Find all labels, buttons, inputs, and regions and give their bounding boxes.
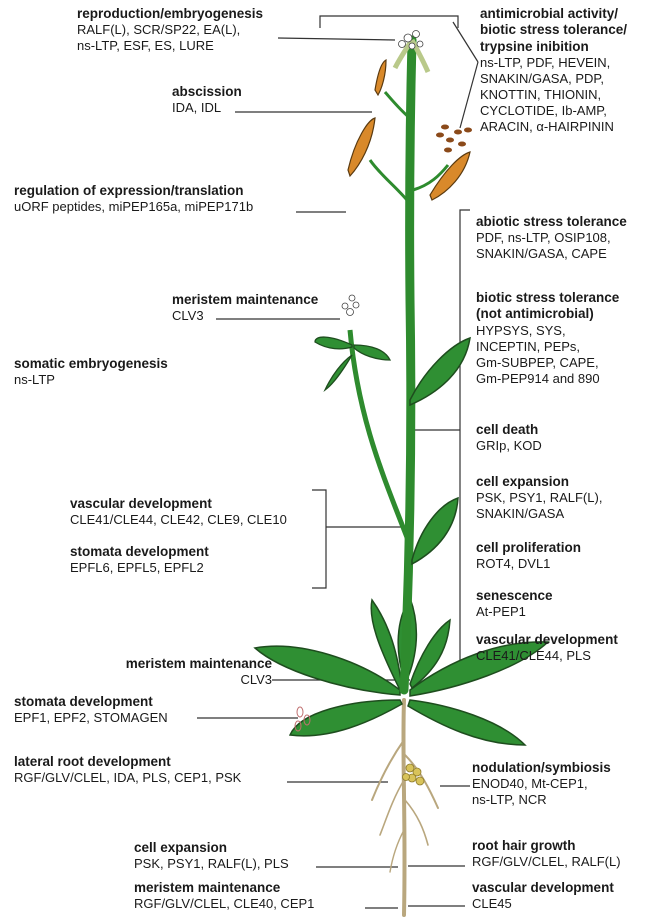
label-vascular-left: vascular development CLE41/CLE44, CLE42,… [70,496,287,528]
cauline-leaves [410,338,470,564]
label-meristem-mid: meristem maintenance CLV3 [90,656,272,688]
label-somatic-title: somatic embryogenesis [14,356,168,372]
label-senescence-title: senescence [476,588,553,604]
label-lateral-root-body: RGF/GLV/CLEL, IDA, PLS, CEP1, PSK [14,770,241,786]
label-root-hair: root hair growth RGF/GLV/CLEL, RALF(L) [472,838,621,870]
label-root-hair-title: root hair growth [472,838,621,854]
label-antimicrobial: antimicrobial activity/ biotic stress to… [480,6,627,135]
label-biotic: biotic stress tolerance (not antimicrobi… [476,290,619,386]
line-antimicrobial-1 [453,22,478,62]
label-biotic-body: HYPSYS, SYS, INCEPTIN, PEPs, Gm-SUBPEP, … [476,323,619,386]
label-cell-expansion: cell expansion PSK, PSY1, RALF(L), SNAKI… [476,474,602,522]
label-cell-prolif: cell proliferation ROT4, DVL1 [476,540,581,572]
label-abscission-title: abscission [172,84,242,100]
label-regulation-body: uORF peptides, miPEP165a, miPEP171b [14,199,253,215]
label-cell-expansion-root-title: cell expansion [134,840,289,856]
label-somatic: somatic embryogenesis ns-LTP [14,356,168,388]
label-nodulation-title: nodulation/symbiosis [472,760,611,776]
label-abscission: abscission IDA, IDL [172,84,242,116]
flower-cluster-icon [342,295,359,316]
label-cell-death-body: GRIp, KOD [476,438,542,454]
label-stomata-left: stomata development EPFL6, EPFL5, EPFL2 [70,544,209,576]
label-stomata-leaf-title: stomata development [14,694,168,710]
line-reproduction [278,38,395,40]
side-branch [315,295,408,540]
label-meristem-top: meristem maintenance CLV3 [172,292,318,324]
label-lateral-root-title: lateral root development [14,754,241,770]
label-vascular-right: vascular development CLE41/CLE44, PLS [476,632,618,664]
label-meristem-root-title: meristem maintenance [134,880,314,896]
label-meristem-top-body: CLV3 [172,308,318,324]
label-cell-prolif-title: cell proliferation [476,540,581,556]
seeds-icon [436,125,472,153]
label-stomata-left-body: EPFL6, EPFL5, EPFL2 [70,560,209,576]
label-somatic-body: ns-LTP [14,372,168,388]
label-reproduction-body: RALF(L), SCR/SP22, EA(L), ns-LTP, ESF, E… [77,22,263,54]
label-meristem-root: meristem maintenance RGF/GLV/CLEL, CLE40… [134,880,314,912]
label-nodulation: nodulation/symbiosis ENOD40, Mt-CEP1, ns… [472,760,611,808]
label-cell-expansion-root-body: PSK, PSY1, RALF(L), PLS [134,856,289,872]
label-cell-expansion-body: PSK, PSY1, RALF(L), SNAKIN/GASA [476,490,602,522]
label-antimicrobial-body: ns-LTP, PDF, HEVEIN, SNAKIN/GASA, PDP, K… [480,55,627,134]
label-vascular-right-body: CLE41/CLE44, PLS [476,648,618,664]
label-abiotic-body: PDF, ns-LTP, OSIP108, SNAKIN/GASA, CAPE [476,230,627,262]
bracket-top [320,16,458,28]
label-nodulation-body: ENOD40, Mt-CEP1, ns-LTP, NCR [472,776,611,808]
bracket-left [312,490,326,588]
roots [372,700,438,915]
label-regulation-title: regulation of expression/translation [14,183,253,199]
label-meristem-top-title: meristem maintenance [172,292,318,308]
label-vascular-left-title: vascular development [70,496,287,512]
label-abiotic-title: abiotic stress tolerance [476,214,627,230]
label-stomata-left-title: stomata development [70,544,209,560]
label-senescence-body: At-PEP1 [476,604,553,620]
label-reproduction-title: reproduction/embryogenesis [77,6,263,22]
label-vascular-root-title: vascular development [472,880,614,896]
label-cell-death: cell death GRIp, KOD [476,422,542,454]
label-vascular-right-title: vascular development [476,632,618,648]
label-vascular-root: vascular development CLE45 [472,880,614,912]
label-meristem-mid-body: CLV3 [90,672,272,688]
label-vascular-root-body: CLE45 [472,896,614,912]
label-vascular-left-body: CLE41/CLE44, CLE42, CLE9, CLE10 [70,512,287,528]
label-meristem-root-body: RGF/GLV/CLEL, CLE40, CEP1 [134,896,314,912]
label-lateral-root: lateral root development RGF/GLV/CLEL, I… [14,754,241,786]
label-stomata-leaf: stomata development EPF1, EPF2, STOMAGEN [14,694,168,726]
label-abiotic: abiotic stress tolerance PDF, ns-LTP, OS… [476,214,627,262]
label-cell-death-title: cell death [476,422,542,438]
label-senescence: senescence At-PEP1 [476,588,553,620]
label-regulation: regulation of expression/translation uOR… [14,183,253,215]
label-cell-prolif-body: ROT4, DVL1 [476,556,581,572]
label-abscission-body: IDA, IDL [172,100,242,116]
label-meristem-mid-title: meristem maintenance [90,656,272,672]
label-cell-expansion-title: cell expansion [476,474,602,490]
label-antimicrobial-title: antimicrobial activity/ biotic stress to… [480,6,627,55]
bracket-right [460,210,470,668]
main-stem [404,40,412,690]
line-antimicrobial-2 [460,62,478,128]
label-biotic-title: biotic stress tolerance (not antimicrobi… [476,290,619,323]
label-reproduction: reproduction/embryogenesis RALF(L), SCR/… [77,6,263,54]
label-cell-expansion-root: cell expansion PSK, PSY1, RALF(L), PLS [134,840,289,872]
label-root-hair-body: RGF/GLV/CLEL, RALF(L) [472,854,621,870]
label-stomata-leaf-body: EPF1, EPF2, STOMAGEN [14,710,168,726]
